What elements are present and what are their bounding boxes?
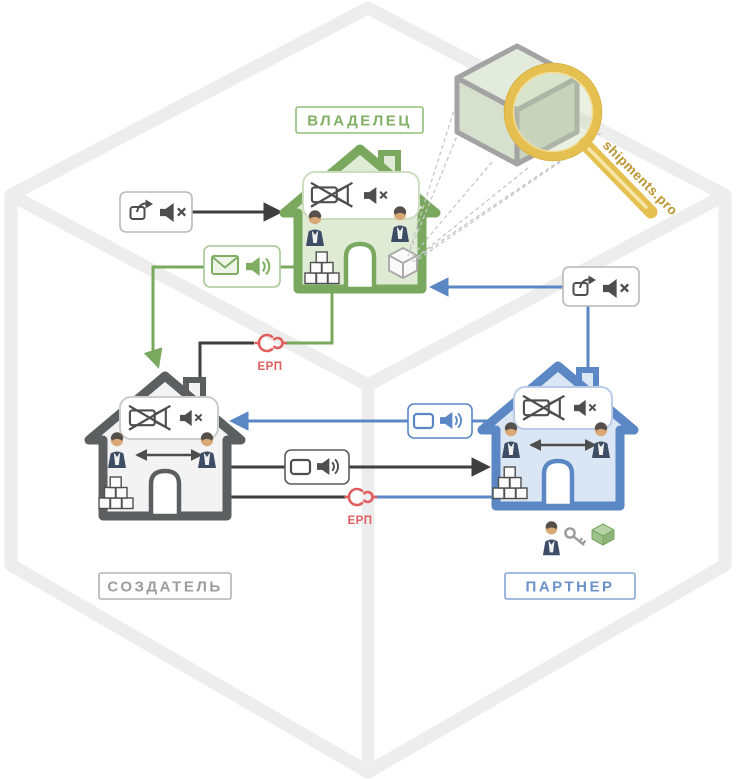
inspected-cube <box>454 43 580 167</box>
partner-access-icons <box>542 521 615 556</box>
magnifier-icon: shipments.pro <box>503 62 681 219</box>
muted-media-panel <box>119 396 219 440</box>
flow-boxes <box>119 191 640 485</box>
shipment-cube-icon <box>388 247 418 279</box>
monitor-audio-box-blue <box>407 403 473 439</box>
partner-label-text: ПАРТНЕР <box>526 579 615 596</box>
erp-connectors: ЕРП ЕРП <box>254 333 378 527</box>
house-door <box>343 241 377 292</box>
creator-label: СОЗДАТЕЛЬ <box>98 572 232 600</box>
muted-media-panel <box>302 171 420 220</box>
owner-label: ВЛАДЕЛЕЦ <box>295 106 424 134</box>
partner-house <box>477 361 639 511</box>
house-door <box>148 468 182 519</box>
creator-label-text: СОЗДАТЕЛЬ <box>107 579 222 596</box>
background-cube <box>4 1 732 779</box>
monitor-audio-box-dark <box>284 449 350 485</box>
video-muted-icon <box>521 394 566 421</box>
owner-erp-line <box>286 288 334 345</box>
video-muted-icon <box>309 181 354 208</box>
person-icon <box>542 521 560 556</box>
share-muted-box-right <box>562 266 640 307</box>
node-labels: ВЛАДЕЛЕЦ СОЗДАТЕЛЬ ПАРТНЕР <box>98 106 636 600</box>
owner-label-text: ВЛАДЕЛЕЦ <box>307 113 412 130</box>
cube-icon <box>591 523 615 546</box>
envelope-icon <box>211 255 239 275</box>
mail-audio-box <box>203 245 281 288</box>
muted-media-panel <box>513 386 613 430</box>
share-muted-box-left <box>119 191 193 233</box>
partner-label: ПАРТНЕР <box>504 572 636 600</box>
video-muted-icon <box>127 404 172 431</box>
creator-house <box>84 371 246 521</box>
erp-label: ЕРП <box>257 361 282 373</box>
erp-label: ЕРП <box>347 515 372 527</box>
creator-erp-line <box>198 341 254 381</box>
house-door <box>541 458 575 509</box>
key-icon <box>564 527 587 546</box>
owner-house <box>279 144 441 294</box>
